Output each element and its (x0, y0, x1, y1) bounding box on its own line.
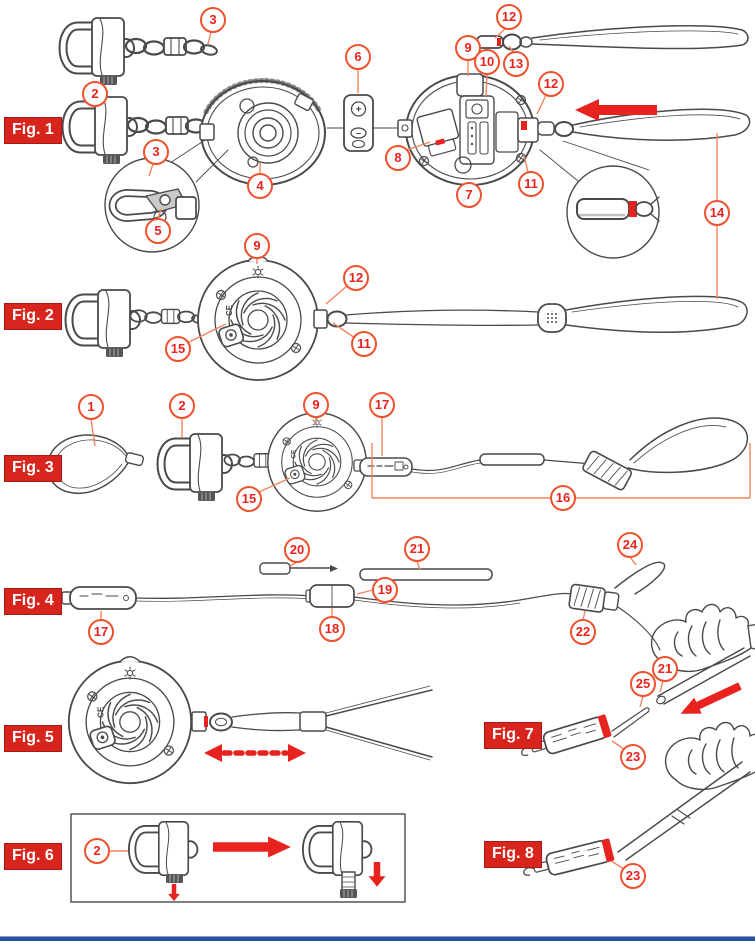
callout-12: 12 (343, 265, 369, 291)
fig5-strap (191, 685, 433, 761)
callout-17: 17 (369, 392, 395, 418)
fig6-screw-extended (339, 871, 358, 899)
battery-minus-mark: − (356, 129, 361, 139)
fig3-illustration (46, 410, 749, 512)
callout-10: 10 (474, 49, 500, 75)
figure-label-fig-1: Fig. 1 (4, 117, 62, 144)
callout-12: 12 (496, 4, 522, 30)
figure-label-fig-5: Fig. 5 (4, 725, 62, 752)
callout-5: 5 (145, 218, 171, 244)
fig4-cable-left (135, 594, 313, 599)
callout-9: 9 (303, 392, 329, 418)
fig5-illustration (69, 657, 433, 783)
fig8-tube-inserted (617, 761, 751, 861)
callout-15: 15 (236, 486, 262, 512)
callout-7: 7 (456, 182, 482, 208)
footer-rule (0, 936, 755, 941)
callout-21: 21 (404, 536, 430, 562)
callout-9: 9 (244, 233, 270, 259)
fig1-magnifier-pin-detail (539, 140, 660, 259)
fig7-illustration (517, 603, 755, 764)
figure-label-fig-3: Fig. 3 (4, 455, 62, 482)
fig1-strap-loose (476, 25, 749, 51)
callout-2: 2 (84, 838, 110, 864)
fig7-tube (656, 647, 751, 705)
fig1-battery: + − (326, 94, 402, 152)
fig4-cable-right (353, 592, 573, 606)
fig4-pin-tool (259, 562, 338, 575)
fig5-double-arrow (204, 744, 306, 762)
callout-11: 11 (518, 171, 544, 197)
callout-4: 4 (247, 173, 273, 199)
callout-3: 3 (143, 139, 169, 165)
callout-1: 1 (78, 394, 104, 420)
fig1-illustration: + − (63, 18, 751, 259)
callout-13: 13 (503, 51, 529, 77)
fig4-coupler (305, 584, 355, 608)
callout-12: 12 (538, 71, 564, 97)
callout-16: 16 (550, 485, 576, 511)
figure-label-fig-2: Fig. 2 (4, 303, 62, 330)
callout-2: 2 (169, 393, 195, 419)
fig4-illustration (61, 561, 666, 651)
callout-21: 21 (652, 656, 678, 682)
figure-label-fig-7: Fig. 7 (484, 722, 542, 749)
fig8-illustration (519, 721, 755, 884)
callout-20: 20 (284, 537, 310, 563)
callout-23: 23 (620, 744, 646, 770)
fig1-wrist-strap-attached (554, 108, 751, 141)
fig2-illustration (69, 256, 748, 380)
callout-23: 23 (620, 863, 646, 889)
callout-2: 2 (82, 81, 108, 107)
figure-label-fig-8: Fig. 8 (484, 841, 542, 868)
figure-label-fig-4: Fig. 4 (4, 588, 62, 615)
callout-18: 18 (319, 616, 345, 642)
fig7-pin (611, 707, 650, 738)
fig2-strap (313, 295, 748, 334)
callout-14: 14 (704, 200, 730, 226)
callout-19: 19 (372, 577, 398, 603)
fig3-cable-assembly (353, 417, 749, 491)
callout-24: 24 (617, 532, 643, 558)
callout-6: 6 (345, 44, 371, 70)
callout-8: 8 (385, 145, 411, 171)
callout-3: 3 (200, 7, 226, 33)
fig4-clamp (568, 561, 666, 651)
callout-17: 17 (88, 619, 114, 645)
fig1-disc-open-mechanism (397, 73, 555, 186)
fig6-illustration (70, 813, 406, 903)
callout-15: 15 (165, 336, 191, 362)
figure-label-fig-6: Fig. 6 (4, 843, 62, 870)
fig4-tube (359, 568, 493, 581)
callout-11: 11 (351, 331, 377, 357)
battery-plus-mark: + (356, 105, 362, 116)
callout-22: 22 (570, 619, 596, 645)
fig1-magnifier-link-detail (104, 157, 200, 253)
callout-25: 25 (630, 671, 656, 697)
